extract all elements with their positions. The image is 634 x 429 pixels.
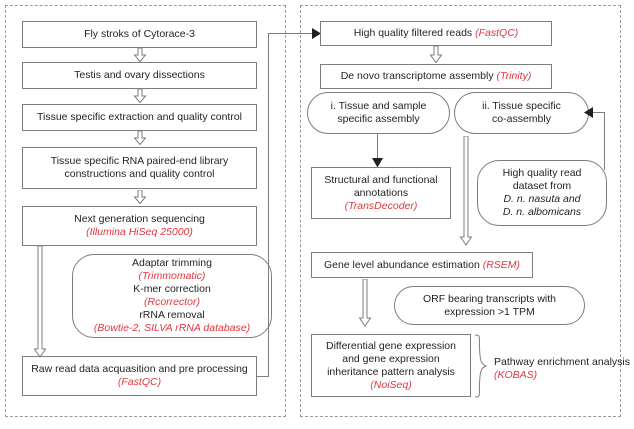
node-sequencing-label: Next generation sequencing: [74, 213, 205, 225]
node-filtered-reads-label: High quality filtered reads (FastQC): [354, 27, 519, 40]
connector-readdataset-up: [604, 112, 605, 170]
node-annotations-line2: annotations: [353, 186, 409, 199]
node-filtered-reads: High quality filtered reads (FastQC): [320, 21, 552, 46]
arrow-fly-to-dissections: [133, 48, 147, 62]
curly-brace: [474, 334, 488, 398]
left-panel-border: [5, 5, 286, 417]
node-annotations-tool: (TransDecoder): [344, 199, 418, 212]
node-sequencing: Next generation sequencing (Illumina HiS…: [22, 206, 257, 246]
node-preprocessing: Adaptar trimming (Trimmomatic) K-mer cor…: [72, 254, 272, 338]
node-assembly-ii-line2: co-assembly: [492, 113, 551, 125]
arrow-abundance-to-dge: [358, 279, 372, 327]
node-sequencing-tool: (Illumina HiSeq 25000): [86, 226, 193, 238]
node-raw-read-data-tool: (FastQC): [117, 376, 162, 388]
connector-to-filtered-reads: [268, 33, 316, 34]
node-preprocessing-line3: rRNA removal: [139, 309, 205, 321]
node-dge-line3: inheritance pattern analysis: [327, 365, 455, 378]
node-pathway-tool: (KOBAS): [494, 369, 538, 381]
node-raw-read-data-label: Raw read data acquasition and pre proces…: [31, 363, 248, 375]
node-read-dataset-line1: High quality read: [502, 167, 582, 179]
node-preprocessing-tool3: (Bowtie-2, SILVA rRNA database): [93, 322, 251, 334]
arrowhead-to-assembly-ii: [583, 107, 593, 118]
arrow-library-to-sequencing: [133, 190, 147, 204]
node-assembly-i-line2: specific assembly: [337, 113, 420, 125]
arrow-dissections-to-extraction: [133, 89, 147, 103]
node-library-prep-line2: constructions and quality control: [64, 168, 215, 180]
arrow-filtered-to-denovo: [429, 46, 443, 63]
node-abundance-label: Gene level abundance estimation (RSEM): [324, 259, 520, 272]
connector-assemblyi-down: [377, 134, 378, 161]
node-filtered-reads-tool: (FastQC): [475, 27, 519, 39]
node-assembly-ii-line1: ii. Tissue specific: [482, 100, 561, 112]
node-orf-transcripts-line1: ORF bearing transcripts with: [422, 292, 557, 305]
node-denovo-assembly-text: De novo transcriptome assembly: [340, 70, 497, 82]
node-orf-transcripts: ORF bearing transcripts with expression …: [394, 286, 585, 325]
arrowhead-to-filtered-reads: [312, 28, 322, 39]
arrowhead-to-annotations: [372, 158, 383, 168]
node-assembly-i: i. Tissue and sample specific assembly: [307, 92, 450, 134]
arrow-extraction-to-library: [133, 131, 147, 145]
node-dge-tool: (NoiSeq): [370, 378, 412, 391]
node-extraction: Tissue specific extraction and quality c…: [22, 104, 257, 131]
node-preprocessing-line2: K-mer correction: [133, 283, 211, 295]
node-dissections: Testis and ovary dissections: [22, 62, 257, 89]
right-panel-border: [300, 5, 621, 417]
connector-readdataset-to-assemblyii: [592, 112, 605, 113]
arrow-sequencing-to-raw-read: [33, 246, 47, 358]
node-pathway: Pathway enrichment analysis (KOBAS): [494, 355, 630, 382]
node-orf-transcripts-line2: expression >1 TPM: [444, 305, 535, 318]
node-dge-line1: Differential gene expression: [326, 339, 456, 352]
node-denovo-assembly-tool: (Trinity): [496, 70, 532, 82]
node-read-dataset: High quality read dataset from D. n. nas…: [477, 160, 607, 226]
node-abundance-text: Gene level abundance estimation: [323, 258, 483, 271]
node-library-prep-line1: Tissue specific RNA paired-end library: [50, 155, 229, 167]
node-dge: Differential gene expression and gene ex…: [311, 334, 471, 397]
connector-rawread-up: [268, 33, 269, 377]
node-read-dataset-line4: D. n. albomicans: [502, 206, 582, 218]
node-preprocessing-line1: Adaptar trimming: [132, 257, 212, 269]
node-fly-stocks: Fly stroks of Cytorace-3: [22, 21, 257, 48]
node-assembly-ii: ii. Tissue specific co-assembly: [454, 92, 589, 134]
node-extraction-label: Tissue specific extraction and quality c…: [36, 111, 243, 123]
node-denovo-assembly: De novo transcriptome assembly (Trinity): [320, 64, 552, 89]
node-preprocessing-tool1: (Trimmomatic): [138, 270, 206, 282]
node-abundance-tool: (RSEM): [482, 258, 521, 271]
node-pathway-line1: Pathway enrichment analysis: [494, 356, 630, 368]
node-read-dataset-line2: dataset from: [512, 180, 572, 192]
node-library-prep: Tissue specific RNA paired-end library c…: [22, 147, 257, 189]
node-abundance: Gene level abundance estimation (RSEM): [311, 252, 533, 278]
node-fly-stocks-label: Fly stroks of Cytorace-3: [84, 28, 195, 40]
node-raw-read-data: Raw read data acquasition and pre proces…: [22, 356, 257, 396]
node-annotations: Structural and functional annotations (T…: [311, 167, 451, 219]
node-denovo-assembly-label: De novo transcriptome assembly (Trinity): [341, 70, 532, 83]
node-read-dataset-line3: D. n. nasuta and: [503, 193, 581, 205]
node-filtered-reads-text: High quality filtered reads: [353, 27, 476, 39]
node-annotations-line1: Structural and functional: [324, 173, 438, 186]
node-preprocessing-tool2: (Rcorrector): [143, 296, 200, 308]
node-dissections-label: Testis and ovary dissections: [74, 69, 205, 81]
node-dge-line2: and gene expression: [342, 352, 440, 365]
arrow-assemblyii-to-abundance: [459, 136, 473, 246]
connector-rawread-right: [257, 376, 269, 377]
node-assembly-i-line1: i. Tissue and sample: [330, 100, 427, 112]
